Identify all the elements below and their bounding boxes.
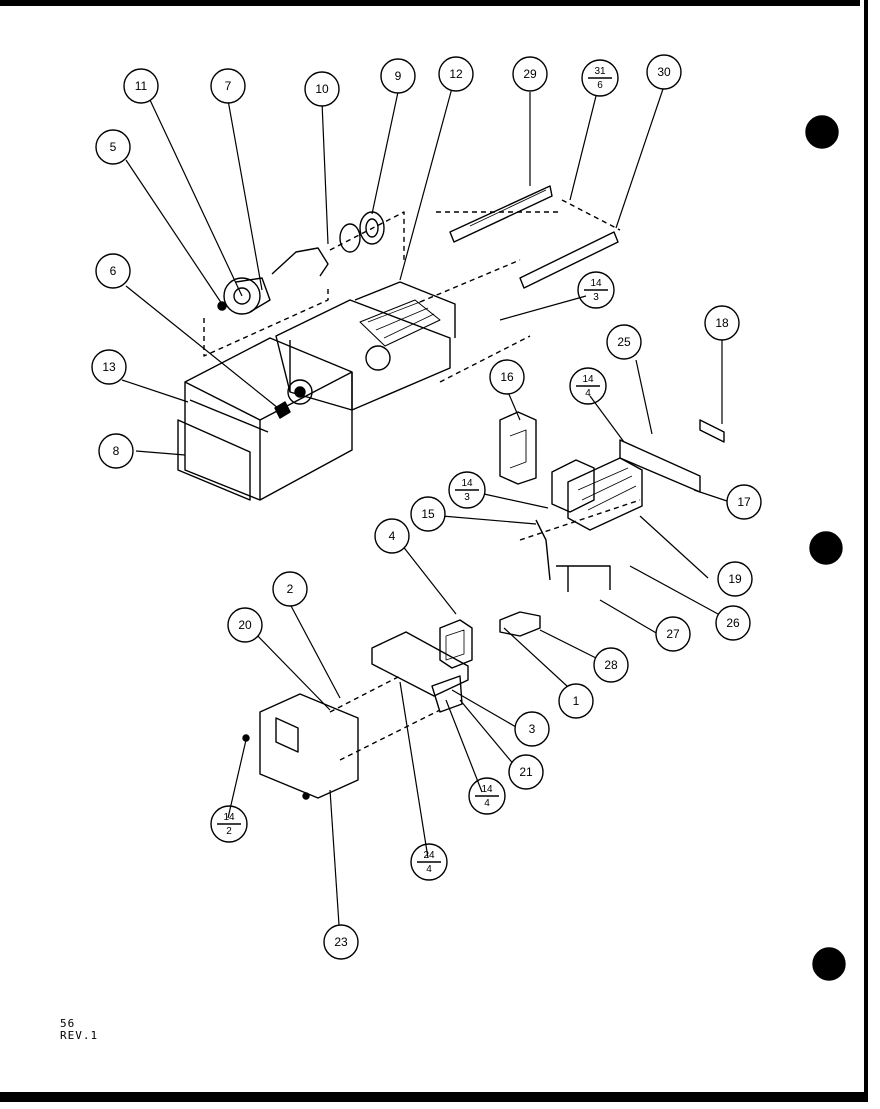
binder-hole-middle bbox=[809, 531, 843, 565]
callout-24-4-bottom: 4 bbox=[426, 864, 432, 875]
callout-21: 21 bbox=[519, 765, 533, 779]
callout-14-4-lower-top: 14 bbox=[481, 784, 493, 795]
callout-bubble-14-3-middle bbox=[448, 471, 486, 509]
callout-3: 3 bbox=[529, 722, 536, 736]
callout-19: 19 bbox=[728, 572, 742, 586]
callout-bubble-24-4 bbox=[410, 843, 448, 881]
bottom-border-line bbox=[0, 1092, 868, 1102]
leader-lines bbox=[121, 85, 731, 941]
callout-bubble-14-2 bbox=[210, 805, 248, 843]
callout-8: 8 bbox=[113, 444, 120, 458]
callout-16: 16 bbox=[500, 370, 514, 384]
binder-hole-bottom bbox=[812, 947, 846, 981]
callout-2: 2 bbox=[287, 582, 294, 596]
revision-label: REV.1 bbox=[60, 1029, 99, 1042]
callout-17: 17 bbox=[737, 495, 751, 509]
motor-gear-parts-drawing bbox=[203, 211, 405, 357]
control-box-assembly-drawing bbox=[242, 619, 473, 800]
binder-hole-top bbox=[805, 115, 839, 149]
callout-7: 7 bbox=[225, 79, 232, 93]
callout-bubble-31-6 bbox=[581, 59, 619, 97]
callout-14-4-upper-top: 14 bbox=[582, 374, 594, 385]
callout-30: 30 bbox=[657, 65, 671, 79]
callout-14-3-middle-bottom: 3 bbox=[464, 492, 470, 503]
callout-14-2-bottom: 2 bbox=[226, 826, 232, 837]
callout-4: 4 bbox=[389, 529, 396, 543]
callout-31-6-top: 31 bbox=[594, 66, 606, 77]
callout-24-4-top: 24 bbox=[423, 850, 435, 861]
callout-circles bbox=[91, 54, 762, 960]
callout-20: 20 bbox=[238, 618, 252, 632]
callout-9: 9 bbox=[395, 69, 402, 83]
top-border-line bbox=[0, 0, 860, 6]
callout-14-4-upper-bottom: 4 bbox=[585, 388, 591, 399]
callout-5: 5 bbox=[110, 140, 117, 154]
callout-23: 23 bbox=[334, 935, 348, 949]
callout-14-2-top: 14 bbox=[223, 812, 235, 823]
callout-1: 1 bbox=[573, 694, 580, 708]
callout-18: 18 bbox=[715, 316, 729, 330]
callout-15: 15 bbox=[421, 507, 435, 521]
right-border-line bbox=[864, 0, 868, 1100]
callout-29: 29 bbox=[523, 67, 537, 81]
rail-parts-drawing bbox=[419, 185, 621, 383]
callout-10: 10 bbox=[315, 82, 329, 96]
page-number: 56 bbox=[60, 1017, 76, 1030]
ice-bucket-housing-drawing bbox=[177, 281, 456, 501]
callout-labels: 11 7 10 9 12 29 30 5 6 13 8 16 25 18 17 … bbox=[102, 65, 751, 949]
callout-bubble-14-4-lower bbox=[468, 777, 506, 815]
callout-28: 28 bbox=[604, 658, 618, 672]
callout-12: 12 bbox=[449, 67, 463, 81]
callout-25: 25 bbox=[617, 335, 631, 349]
callout-14-4-lower-bottom: 4 bbox=[484, 798, 490, 809]
callout-14-3-upper-top: 14 bbox=[590, 278, 602, 289]
ice-maker-assembly-drawing bbox=[499, 411, 725, 637]
callout-bubble-14-3-upper bbox=[577, 271, 615, 309]
callout-31-6-bottom: 6 bbox=[597, 80, 603, 91]
callout-11: 11 bbox=[135, 79, 148, 93]
page-footer: 56 REV.1 bbox=[60, 1018, 98, 1042]
callout-6: 6 bbox=[110, 264, 117, 278]
callout-bubble-14-4-upper bbox=[569, 367, 607, 405]
callout-26: 26 bbox=[726, 616, 740, 630]
callout-14-3-upper-bottom: 3 bbox=[593, 292, 599, 303]
callout-13: 13 bbox=[102, 360, 116, 374]
callout-14-3-middle-top: 14 bbox=[461, 478, 473, 489]
callout-27: 27 bbox=[666, 627, 680, 641]
fraction-callout-shapes bbox=[210, 59, 619, 881]
